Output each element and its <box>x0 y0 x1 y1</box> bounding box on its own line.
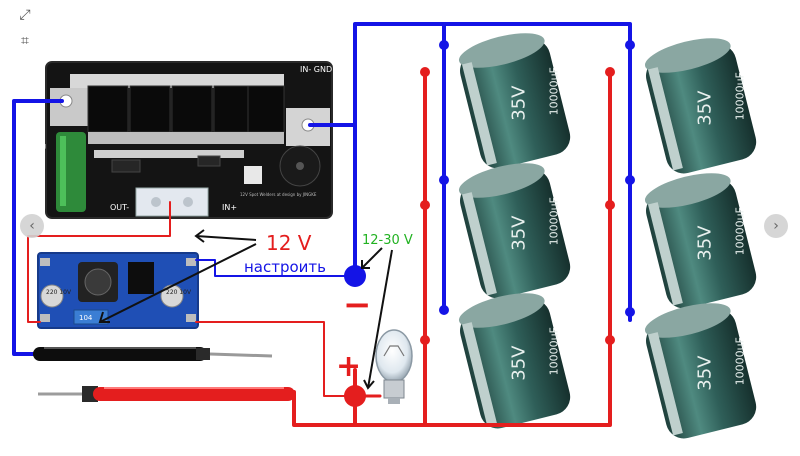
adjust-arrows <box>98 229 257 323</box>
capacitor-2: 35V 10000uF <box>644 38 757 174</box>
capacitor-polarity-stripe <box>462 192 497 296</box>
blue-bus <box>353 22 632 322</box>
red-probe-lead <box>292 390 357 427</box>
capacitor-capacitance-label: 10000uF <box>548 67 561 115</box>
input-capacitor <box>40 284 64 308</box>
voltage-12v-label: 12 V <box>266 231 312 255</box>
input-cap-label: 220 10V <box>46 289 72 296</box>
capacitor-top <box>458 293 545 328</box>
range-label: 12-30 V <box>362 233 413 248</box>
capacitor-voltage-label: 35V <box>508 215 529 251</box>
capacitor-polarity-stripe <box>648 67 683 171</box>
capacitor-top <box>644 173 731 208</box>
trigger-button <box>244 166 262 184</box>
in-plus-label: IN+ <box>222 203 237 212</box>
capacitor-top <box>644 303 731 338</box>
mosfet-row <box>87 85 285 144</box>
expand-icon[interactable]: ⤢ <box>14 4 36 26</box>
board-caption: 12V Spot Welders at design by JINGKE <box>240 192 317 197</box>
out-side-label: OU <box>34 143 46 152</box>
capacitor-polarity-stripe <box>462 322 497 426</box>
buck-converter-module: 220 10V 220 10V 104 <box>37 252 199 329</box>
black-probe <box>33 347 273 361</box>
crop-icon[interactable]: ⌗ <box>14 30 36 52</box>
indicator-bulb <box>375 329 413 404</box>
red-probe <box>38 386 295 402</box>
capacitor-voltage-label: 35V <box>694 225 715 261</box>
capacitor-voltage-label: 35V <box>508 345 529 381</box>
capacitor-capacitance-label: 10000uF <box>548 327 561 375</box>
adjust-label: настроить <box>244 258 326 276</box>
capacitor-capacitance-label: 10000uF <box>734 72 747 120</box>
capacitor-5: 35V 10000uF <box>458 293 571 429</box>
blue-probe-lead <box>12 99 64 356</box>
capacitor-capacitance-label: 10000uF <box>548 197 561 245</box>
capacitor-capacitance-label: 10000uF <box>734 207 747 255</box>
capacitor-1: 35V 10000uF <box>458 33 571 169</box>
capacitor-6: 35V 10000uF <box>644 303 757 439</box>
board-terminal-block <box>135 187 209 217</box>
in-gnd-label: IN- GND <box>300 65 332 74</box>
capacitor-top <box>644 38 731 73</box>
capacitor-4: 35V 10000uF <box>644 173 757 309</box>
red-buck-in <box>195 321 356 397</box>
range-arrows <box>361 247 393 390</box>
capacitor-capacitance-label: 10000uF <box>734 337 747 385</box>
capacitor-top <box>458 33 545 68</box>
capacitor-voltage-label: 35V <box>508 85 529 121</box>
minus-sign: − <box>343 285 372 325</box>
plus-sign: + <box>336 349 361 384</box>
pot-label: 104 <box>79 314 93 322</box>
blue-buck-in <box>195 259 356 277</box>
output-cap-label: 220 10V <box>166 289 192 296</box>
blue-wires <box>12 22 632 356</box>
buck-ic <box>128 262 154 294</box>
positive-terminal <box>344 385 366 407</box>
negative-terminal <box>344 265 366 287</box>
capacitor-bank: 35V 10000uF 35V 10000uF 35V 10000uF 35V 10000uF… <box>458 33 757 439</box>
capacitor-voltage-label: 35V <box>694 90 715 126</box>
out-minus-label: OUT- <box>110 203 129 212</box>
junction-dots <box>420 40 635 345</box>
capacitor-polarity-stripe <box>648 332 683 436</box>
capacitor-voltage-label: 35V <box>694 355 715 391</box>
spot-welder-board: IN- GND IN+ OUT- OU 12V Spot Welders at … <box>34 61 333 219</box>
capacitor-3: 35V 10000uF <box>458 163 571 299</box>
capacitor-top <box>458 163 545 198</box>
capacitor-polarity-stripe <box>648 202 683 306</box>
next-image-button[interactable]: › <box>764 214 788 238</box>
capacitor-polarity-stripe <box>462 62 497 166</box>
prev-image-button[interactable]: ‹ <box>20 214 44 238</box>
